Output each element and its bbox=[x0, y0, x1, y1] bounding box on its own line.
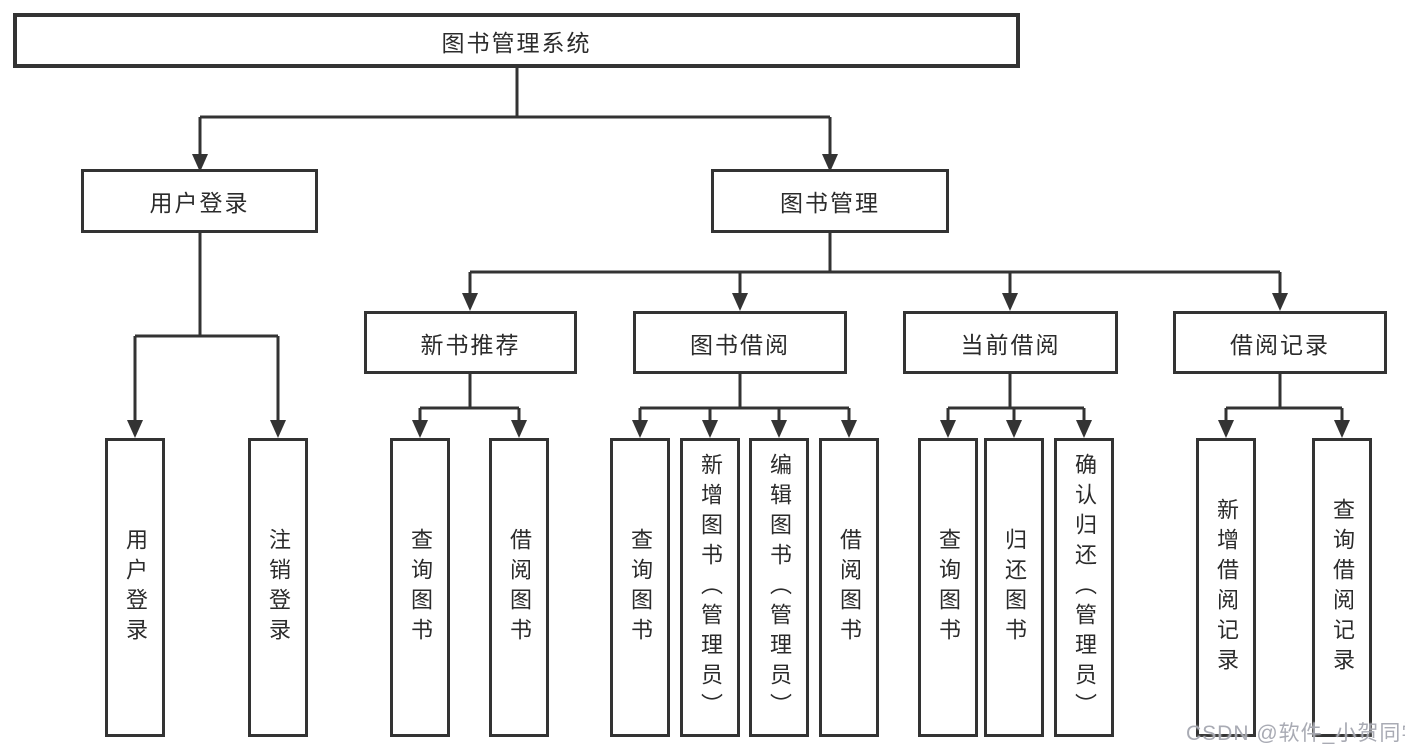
leaf-query-books-borrow: 查询图书 bbox=[610, 438, 670, 737]
leaf-confirm-return-admin: 确认归还（管理员） bbox=[1054, 438, 1114, 737]
csdn-watermark: CSDN @软件_小贺同学 bbox=[1186, 722, 1405, 745]
leaf-edit-books-admin: 编辑图书（管理员） bbox=[749, 438, 809, 737]
node-book-management: 图书管理 bbox=[711, 169, 949, 233]
leaf-add-books-admin: 新增图书（管理员） bbox=[680, 438, 740, 737]
leaf-query-borrow-record: 查询借阅记录 bbox=[1312, 438, 1372, 737]
leaf-logout: 注销登录 bbox=[248, 438, 308, 737]
leaf-user-login: 用户登录 bbox=[105, 438, 165, 737]
node-book-borrow: 图书借阅 bbox=[633, 311, 847, 374]
leaf-add-borrow-record: 新增借阅记录 bbox=[1196, 438, 1256, 737]
node-user-login: 用户登录 bbox=[81, 169, 318, 233]
node-borrow-records: 借阅记录 bbox=[1173, 311, 1387, 374]
arrowheads bbox=[127, 154, 1350, 438]
node-new-book-recommend: 新书推荐 bbox=[364, 311, 577, 374]
leaf-query-books-recommend: 查询图书 bbox=[390, 438, 450, 737]
node-current-borrow: 当前借阅 bbox=[903, 311, 1118, 374]
node-library-system: 图书管理系统 bbox=[13, 13, 1020, 68]
leaf-borrow-books: 借阅图书 bbox=[819, 438, 879, 737]
leaf-return-books: 归还图书 bbox=[984, 438, 1044, 737]
leaf-borrow-books-recommend: 借阅图书 bbox=[489, 438, 549, 737]
leaf-query-books-current: 查询图书 bbox=[918, 438, 978, 737]
